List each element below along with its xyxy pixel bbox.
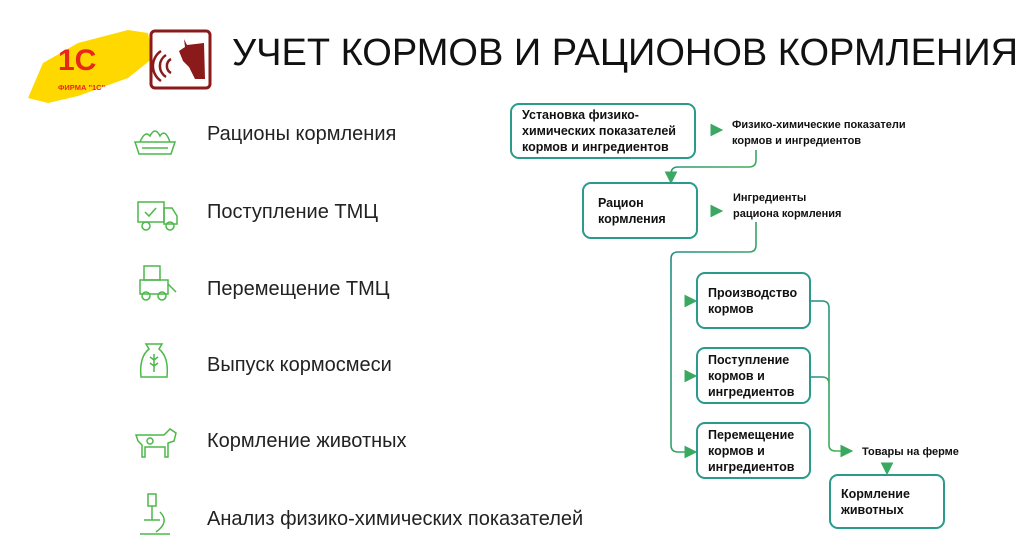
feature-feeding-rations: Рационы кормления <box>207 123 397 145</box>
feature-animal-feeding: Кормление животных <box>207 430 407 452</box>
feed-trough-icon <box>130 120 180 160</box>
box-feed-production: Производство кормов <box>696 272 811 329</box>
feature-physchem-analysis: Анализ физико-химических показателей <box>207 508 584 530</box>
box-feed-transfer: Перемещение кормов и ингредиентов <box>696 422 811 479</box>
feature-feed-mix-output: Выпуск кормосмеси <box>207 354 392 376</box>
box-ration: Рацион кормления <box>582 182 698 239</box>
cow-icon <box>130 423 180 463</box>
label-farm-goods: Товары на ферме <box>862 446 959 458</box>
loader-icon <box>130 262 180 302</box>
label-indicators: Физико-химические показатели кормов и ин… <box>732 117 922 149</box>
grain-bag-icon <box>130 340 180 380</box>
cow-rfid-logo <box>149 29 212 90</box>
box-feed-receipt: Поступление кормов и ингредиентов <box>696 347 811 404</box>
box-install-indicators: Установка физико-химических показателей … <box>510 103 696 159</box>
logo-1c: 1С ФИРМА "1С" <box>18 18 153 103</box>
box-animal-feeding: Кормление животных <box>829 474 945 529</box>
label-indicators-text: Физико-химические показатели кормов и ин… <box>732 119 906 147</box>
feature-goods-transfer: Перемещение ТМЦ <box>207 278 390 300</box>
delivery-truck-icon <box>130 196 180 236</box>
svg-text:1С: 1С <box>58 44 96 77</box>
feature-goods-receipt: Поступление ТМЦ <box>207 201 379 223</box>
label-ingredients: Ингредиенты рациона кормления <box>733 192 842 220</box>
page-title: УЧЕТ КОРМОВ И РАЦИОНОВ КОРМЛЕНИЯ <box>232 32 1019 74</box>
microscope-icon <box>130 492 180 542</box>
svg-text:ФИРМА "1С": ФИРМА "1С" <box>58 83 106 92</box>
